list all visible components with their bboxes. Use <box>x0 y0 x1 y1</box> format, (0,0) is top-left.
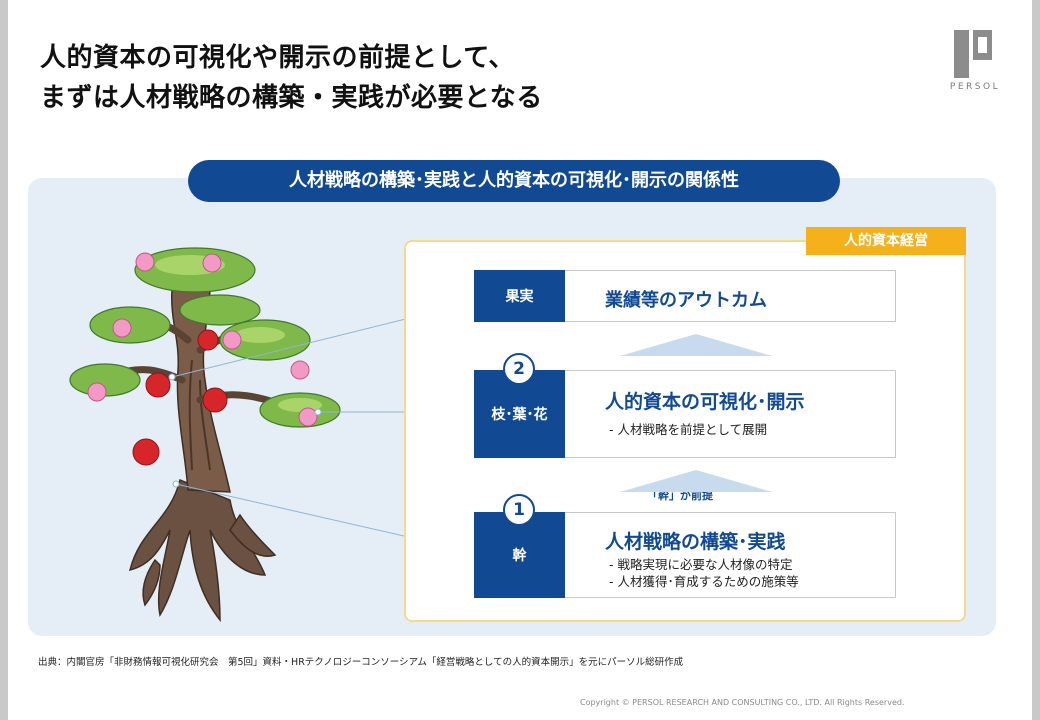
diagram-header: 人材戦略の構築･実践と人的資本の可視化･開示の関係性 <box>188 160 840 202</box>
logo-text: PERSOL <box>949 82 1001 92</box>
row-title-trunk: 人材戦略の構築･実践 <box>605 531 786 553</box>
copyright: Copyright © PERSOL RESEARCH AND CONSULTI… <box>580 698 905 707</box>
persol-logo-icon <box>954 30 992 78</box>
tree-illustration-icon <box>69 247 341 623</box>
page-title: 人的資本の可視化や開示の前提として、 まずは人材戦略の構築・実践が必要となる <box>40 38 900 118</box>
row-title-branches: 人的資本の可視化･開示 <box>605 391 805 413</box>
row-box-branches: 人的資本の可視化･開示 - 人材戦略を前提として展開 <box>565 370 896 458</box>
persol-logo: PERSOL <box>940 30 1010 96</box>
row-sub-branches-1: - 人材戦略を前提として展開 <box>609 422 768 437</box>
title-line-2: まずは人材戦略の構築・実践が必要となる <box>40 83 543 113</box>
up-arrow-lower <box>620 470 772 492</box>
row-sub-trunk-2: - 人材獲得･育成するための施策等 <box>609 574 799 589</box>
arrow-label: 「幹」が前提 <box>647 489 713 502</box>
row-title-fruit: 業績等のアウトカム <box>605 290 767 311</box>
human-capital-management-badge: 人的資本経営 <box>806 227 966 255</box>
step-number-2: 2 <box>503 353 535 385</box>
row-box-fruit: 業績等のアウトカム <box>565 270 896 322</box>
row-label-fruit: 果実 <box>474 270 565 322</box>
up-arrow-upper <box>620 334 772 356</box>
title-line-1: 人的資本の可視化や開示の前提として、 <box>40 43 515 73</box>
step-number-1: 1 <box>503 494 535 526</box>
row-label-trunk: 幹 <box>474 512 565 598</box>
source-note: 出典：内閣官房「非財務情報可視化研究会 第5回」資料・HRテクノロジーコンソーシ… <box>38 657 684 668</box>
row-sub-trunk-1: - 戦略実現に必要な人材像の特定 <box>609 557 793 572</box>
row-box-trunk: 人材戦略の構築･実践 - 戦略実現に必要な人材像の特定 - 人材獲得･育成するた… <box>565 512 896 598</box>
